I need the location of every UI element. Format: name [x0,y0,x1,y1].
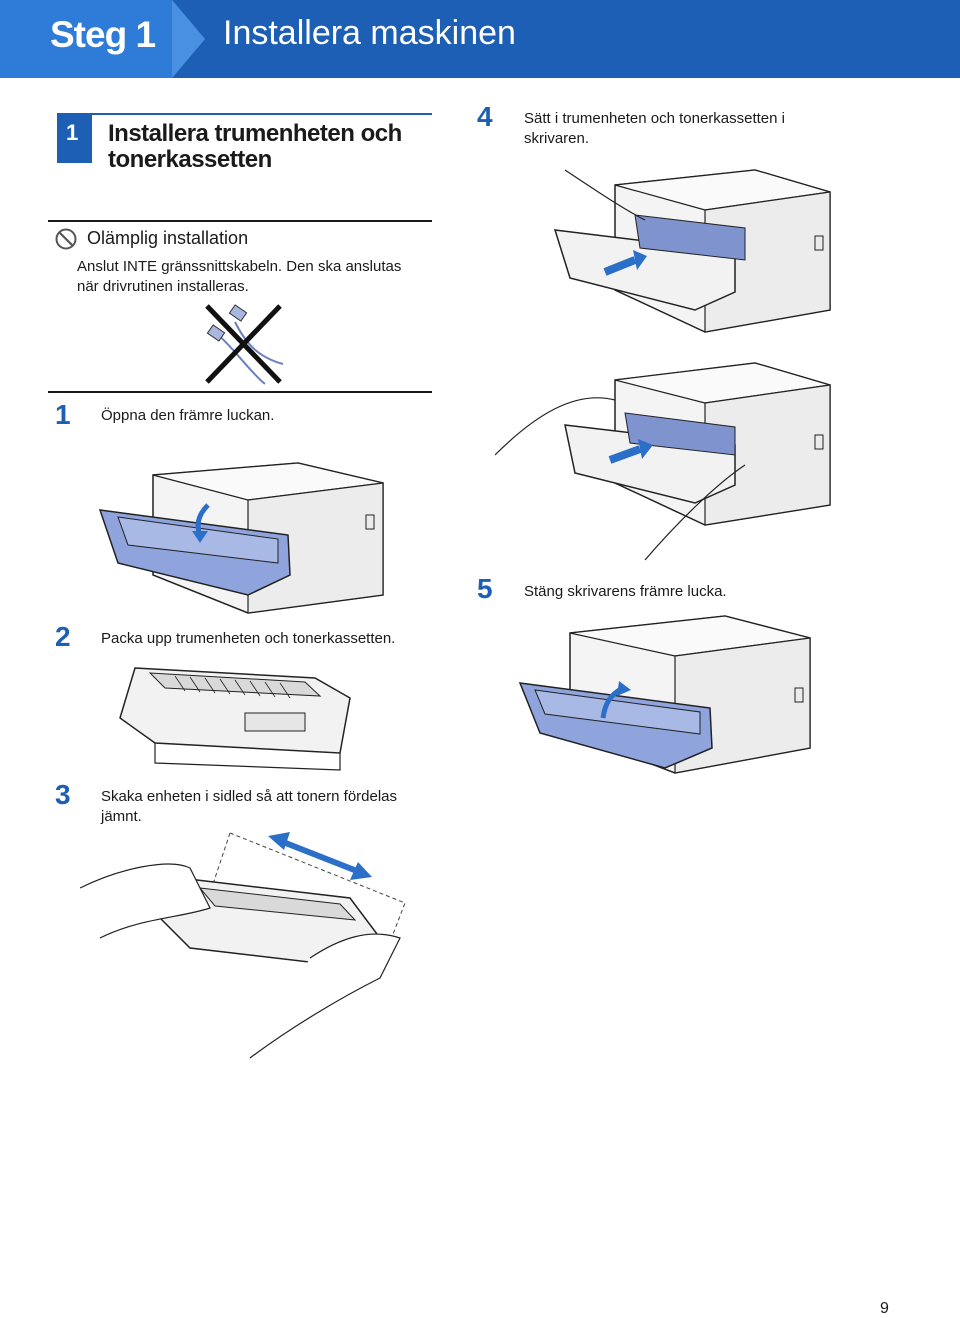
cable-crossed-illustration [205,304,284,385]
step-number-4: 4 [477,101,493,132]
step-number-2: 2 [55,621,71,652]
warning-rule-bottom [48,391,432,393]
warning-rule-top [48,220,432,222]
shake-unit-illustration [80,832,406,1059]
step-label: Steg 1 [50,14,156,55]
step-text-5: Stäng skrivarens främre lucka. [524,583,727,600]
step-text-1: Öppna den främre luckan. [101,407,275,424]
section-rule [92,113,432,115]
insert-unit-hands-illustration [495,362,831,561]
section-number-badge [57,113,92,163]
page-number: 9 [880,1300,889,1317]
page-title: Installera maskinen [223,14,516,52]
step-number-3: 3 [55,779,71,810]
insert-unit-illustration [553,169,831,333]
step-text-2: Packa upp trumenheten och tonerkassetten… [101,630,396,647]
section-title: Installera trumenheten och tonerkassette… [108,120,402,173]
step-number-5: 5 [477,573,493,604]
drum-toner-unit-illustration [119,667,351,771]
printer-open-cover-illustration [98,462,384,614]
close-cover-illustration [518,615,811,774]
step-number-1: 1 [55,399,71,430]
warning-text: Anslut INTE gränssnittskabeln. Den ska a… [77,258,402,295]
step-text-4: Sätt i trumenheten och tonerkassetten i … [524,110,785,147]
step-tab [0,0,205,78]
warning-title: Olämplig installation [87,228,249,248]
prohibited-icon [55,228,77,250]
section-number: 1 [66,120,79,145]
step-text-3: Skaka enheten i sidled så att tonern för… [101,788,398,825]
